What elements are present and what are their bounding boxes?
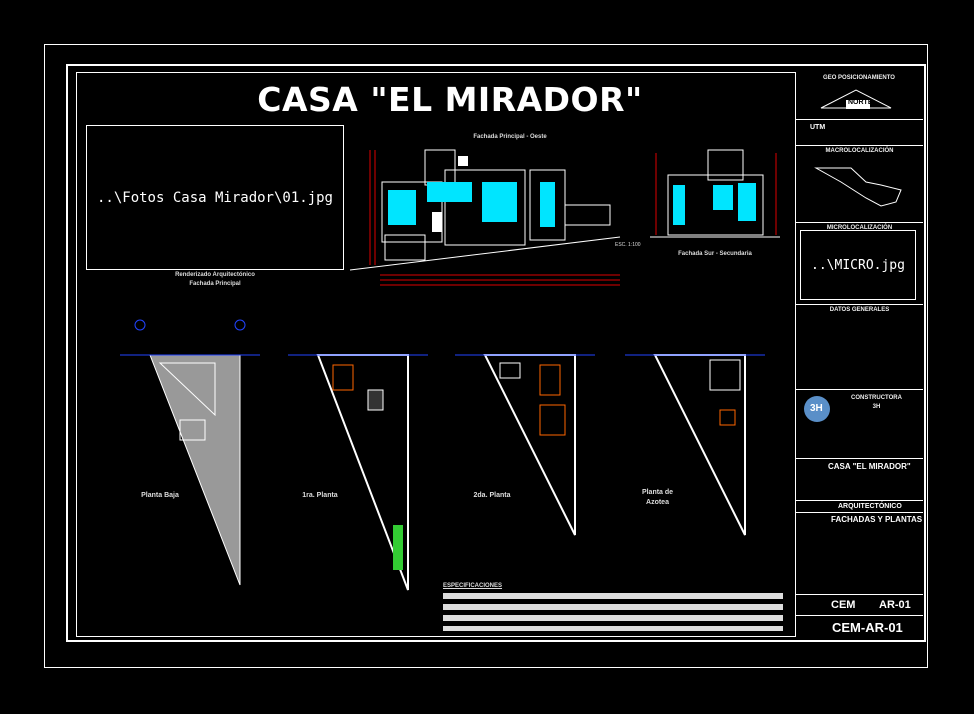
plan-first-floor: [288, 354, 428, 591]
utm-label: UTM: [810, 124, 826, 131]
notes-line-3: [443, 615, 783, 621]
constructora-name: 3H: [872, 404, 881, 410]
plan-label-3: 2da. Planta: [473, 492, 511, 499]
outer-frame: [44, 44, 928, 668]
notes-line-2: [443, 604, 783, 610]
notes-line-1: [443, 593, 783, 599]
macro-map: [814, 167, 902, 207]
plan-label-2: 1ra. Planta: [302, 492, 338, 499]
north-label: NORTE: [848, 99, 873, 106]
notes-line-4: [443, 626, 783, 631]
sheet-frame: [66, 64, 926, 642]
general-heading: DATOS GENERALES: [829, 307, 890, 313]
plan-second-floor: [455, 354, 595, 536]
constructora-label: CONSTRUCTORA: [851, 395, 902, 401]
macro-heading: MACROLOCALIZACIÓN: [825, 148, 894, 154]
georef-heading: GEO POSICIONAMIENTO: [823, 75, 895, 81]
photo-caption-1: Renderizado Arquitectónico: [175, 272, 255, 278]
plan-label-4: Planta de Azotea: [641, 489, 674, 506]
main-elevation-scale: ESC. 1:100: [615, 242, 641, 248]
secondary-elevation-drawing: [650, 149, 780, 238]
secondary-elevation-title: Fachada Sur - Secundaria: [678, 251, 752, 257]
micro-placeholder-frame[interactable]: ..\MICRO.jpg: [800, 230, 916, 300]
sheet-code: AR-01: [879, 599, 911, 611]
notes-heading: ESPECIFICACIONES: [443, 583, 503, 589]
firm-abbrev: CEM: [831, 599, 856, 611]
plan-roof: [625, 354, 765, 536]
photo-caption-2: Fachada Principal: [189, 281, 241, 287]
plan-label-1: Planta Baja: [141, 492, 179, 499]
company-logo-text: 3H: [810, 403, 823, 414]
main-elevation-drawing: [349, 149, 621, 286]
page-title: CASA "EL MIRADOR": [257, 80, 643, 119]
north-logo: NORTE: [816, 86, 896, 114]
utm-row: UTM: [796, 119, 923, 131]
main-elevation-title: Fachada Principal - Oeste: [473, 134, 547, 140]
plan-ground-floor: [120, 319, 260, 586]
project-name: CASA "EL MIRADOR": [828, 462, 911, 471]
sheet-title: FACHADAS Y PLANTAS: [831, 515, 923, 524]
photo-placeholder-text: ..\Fotos Casa Mirador\01.jpg: [96, 189, 333, 206]
title-block: GEO POSICIONAMIENTO NORTE UTM MACROLOCAL…: [795, 72, 923, 637]
company-logo: 3H: [804, 396, 830, 422]
discipline: ARQUITECTÓNICO: [838, 503, 902, 510]
full-sheet-code: CEM-AR-01: [832, 620, 903, 635]
photo-placeholder-frame[interactable]: ..\Fotos Casa Mirador\01.jpg: [86, 125, 344, 270]
micro-heading: MICROLOCALIZACIÓN: [826, 225, 893, 231]
micro-placeholder-text: ..\MICRO.jpg: [811, 257, 905, 273]
